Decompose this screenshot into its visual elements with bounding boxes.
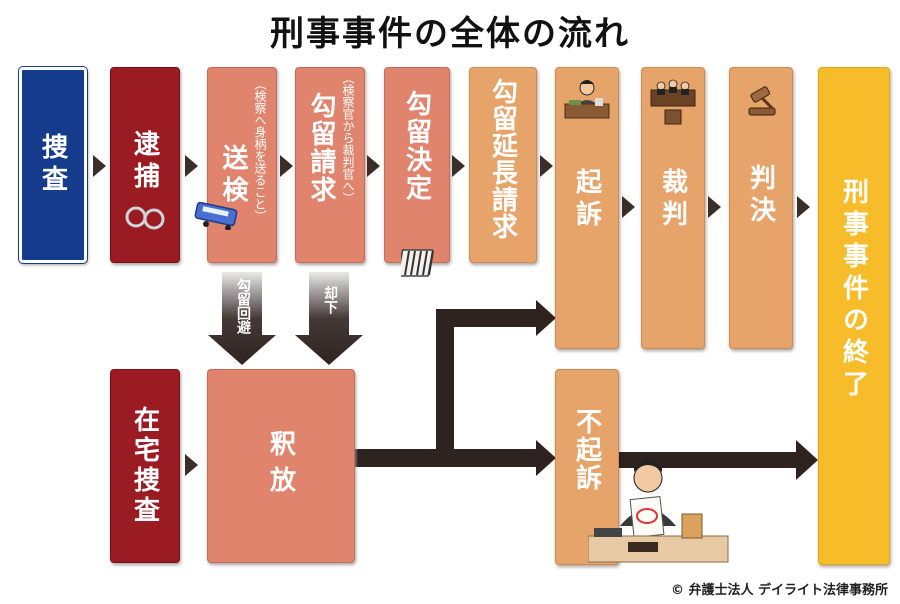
- step-taiho: 逮捕: [110, 67, 180, 263]
- branch-fade: [352, 449, 392, 467]
- step-kouryu-kettei-label: 勾留決定: [401, 90, 432, 202]
- down-arrow-kouryu-kaihi: [208, 272, 276, 365]
- step-sousa: 捜査: [18, 66, 88, 264]
- step-kouryu-encho: 勾留延長請求: [469, 67, 537, 263]
- arrow-label-kyakka: 却下: [322, 286, 338, 314]
- arrow-right: [622, 196, 635, 218]
- step-zaitaku: 在宅捜査: [110, 369, 180, 563]
- arrow-right: [797, 196, 810, 218]
- arrow-right: [708, 196, 721, 218]
- step-taiho-label: 逮捕: [129, 130, 160, 194]
- arrow-right: [540, 155, 553, 177]
- jail-cell-icon: [401, 249, 434, 277]
- arrow-to-fukiso: [536, 440, 556, 476]
- arrow-to-kiso: [536, 300, 556, 336]
- branch-line: [362, 309, 540, 467]
- arrow-label-kouryu-kaihi: 勾留回避: [235, 278, 251, 334]
- arrow-to-end: [796, 440, 818, 480]
- step-kiso-label: 起訴: [571, 168, 602, 232]
- step-shakuho: 釈放: [207, 369, 355, 563]
- step-shuryo: 刑事事件の終了: [818, 67, 890, 565]
- step-fukiso-label: 不起訴: [571, 408, 602, 492]
- step-hanketsu: 判決: [729, 67, 793, 349]
- step-kouryu-kettei: 勾留決定: [384, 67, 450, 277]
- arrow-right: [452, 155, 465, 177]
- police-bus-icon: [194, 202, 238, 230]
- step-saiban: 裁判: [641, 67, 705, 349]
- step-souken-sub: （検察へ身柄を送ること）: [253, 78, 267, 222]
- step-zaitaku-label: 在宅捜査: [129, 406, 160, 526]
- step-kouryu-encho-label: 勾留延長請求: [487, 78, 518, 240]
- page-title: 刑事事件の全体の流れ: [270, 14, 630, 54]
- down-arrow-kyakka: [295, 272, 363, 365]
- step-kouryu-seikyu: 勾留請求 （検察官から裁判官へ）: [295, 67, 365, 263]
- prosecutor-desk-icon: [564, 80, 610, 119]
- step-kouryu-seikyu-sub: （検察官から裁判官へ）: [341, 72, 355, 204]
- arrow-right: [93, 155, 106, 177]
- arrow-right: [280, 155, 293, 177]
- prosecutor-with-documents-icon: [588, 461, 729, 563]
- courtroom-icon: [650, 79, 696, 125]
- step-shakuho-label: 釈放: [265, 430, 296, 502]
- step-kiso: 起訴: [555, 67, 619, 349]
- step-hanketsu-label: 判決: [745, 164, 776, 228]
- step-shuryo-label: 刑事事件の終了: [838, 178, 869, 402]
- arrow-right: [185, 454, 198, 476]
- arrow-right: [185, 155, 198, 177]
- step-sousa-label: 捜査: [37, 133, 68, 197]
- arrow-right: [367, 155, 380, 177]
- step-souken: 送検 （検察へ身柄を送ること）: [194, 67, 277, 263]
- step-saiban-label: 裁判: [657, 168, 688, 232]
- copyright-text: © 弁護士法人 デイライト法律事務所: [670, 583, 888, 598]
- handcuffs-icon: [125, 206, 165, 230]
- gavel-icon: [748, 86, 776, 116]
- step-kouryu-seikyu-label: 勾留請求: [306, 92, 336, 204]
- step-souken-label: 送検: [218, 144, 248, 208]
